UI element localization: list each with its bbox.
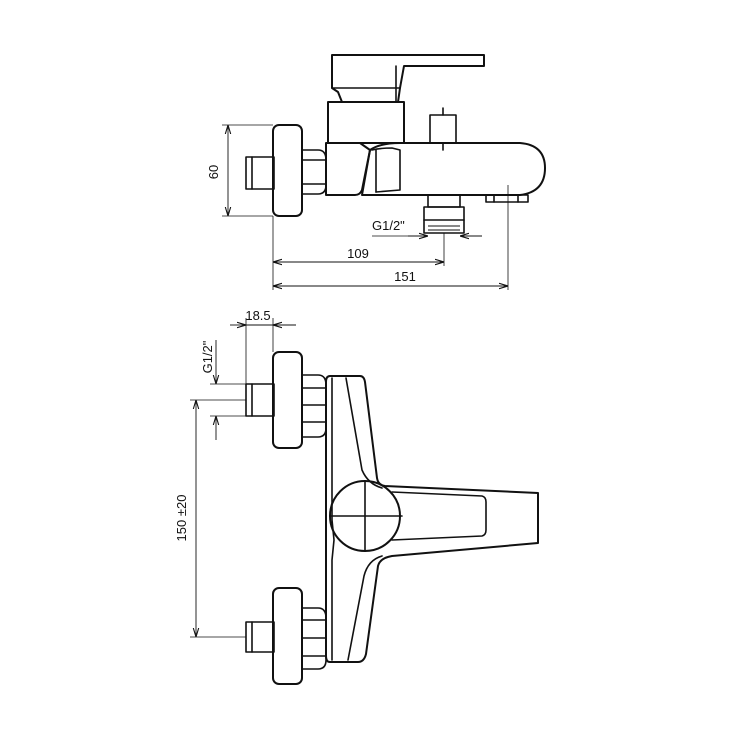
dim-depth-109: 109	[272, 216, 444, 290]
dim-inlet-18-5-label: 18.5	[245, 308, 270, 323]
front-mixer-body	[325, 375, 539, 663]
side-view	[245, 54, 546, 266]
side-inlet-pipe	[245, 156, 275, 190]
side-lever	[331, 54, 485, 103]
side-diverter-knob	[429, 114, 457, 144]
front-upper-inlet-pipe	[245, 383, 275, 417]
front-upper-flange	[272, 351, 303, 449]
dim-thread-bottom-label: G1/2"	[372, 218, 405, 233]
side-wall-flange	[272, 124, 303, 217]
dim-depth-151: 151	[273, 185, 509, 290]
front-view	[245, 351, 539, 685]
dim-inlet-18-5: 18.5	[230, 308, 296, 384]
dim-thread-side: G1/2"	[200, 340, 246, 440]
dim-thread-side-label: G1/2"	[200, 340, 215, 373]
dim-thread-bottom: G1/2"	[372, 218, 482, 236]
dim-centers-150: 150 ±20	[174, 399, 246, 638]
front-upper-hex-nut	[301, 374, 327, 438]
front-lower-inlet-pipe	[245, 621, 275, 653]
front-lower-flange	[272, 587, 303, 685]
front-lever	[391, 491, 487, 541]
side-hex-nut	[301, 149, 327, 195]
dim-height-60: 60	[206, 124, 273, 217]
side-spout	[361, 142, 546, 196]
dim-depth-109-label: 109	[347, 246, 369, 261]
dim-depth-151-label: 151	[394, 269, 416, 284]
side-shower-outlet	[427, 194, 461, 208]
dim-centers-150-label: 150 ±20	[174, 495, 189, 542]
side-cartridge-column	[327, 101, 405, 144]
side-aerator	[485, 194, 529, 203]
dim-height-60-label: 60	[206, 165, 221, 179]
